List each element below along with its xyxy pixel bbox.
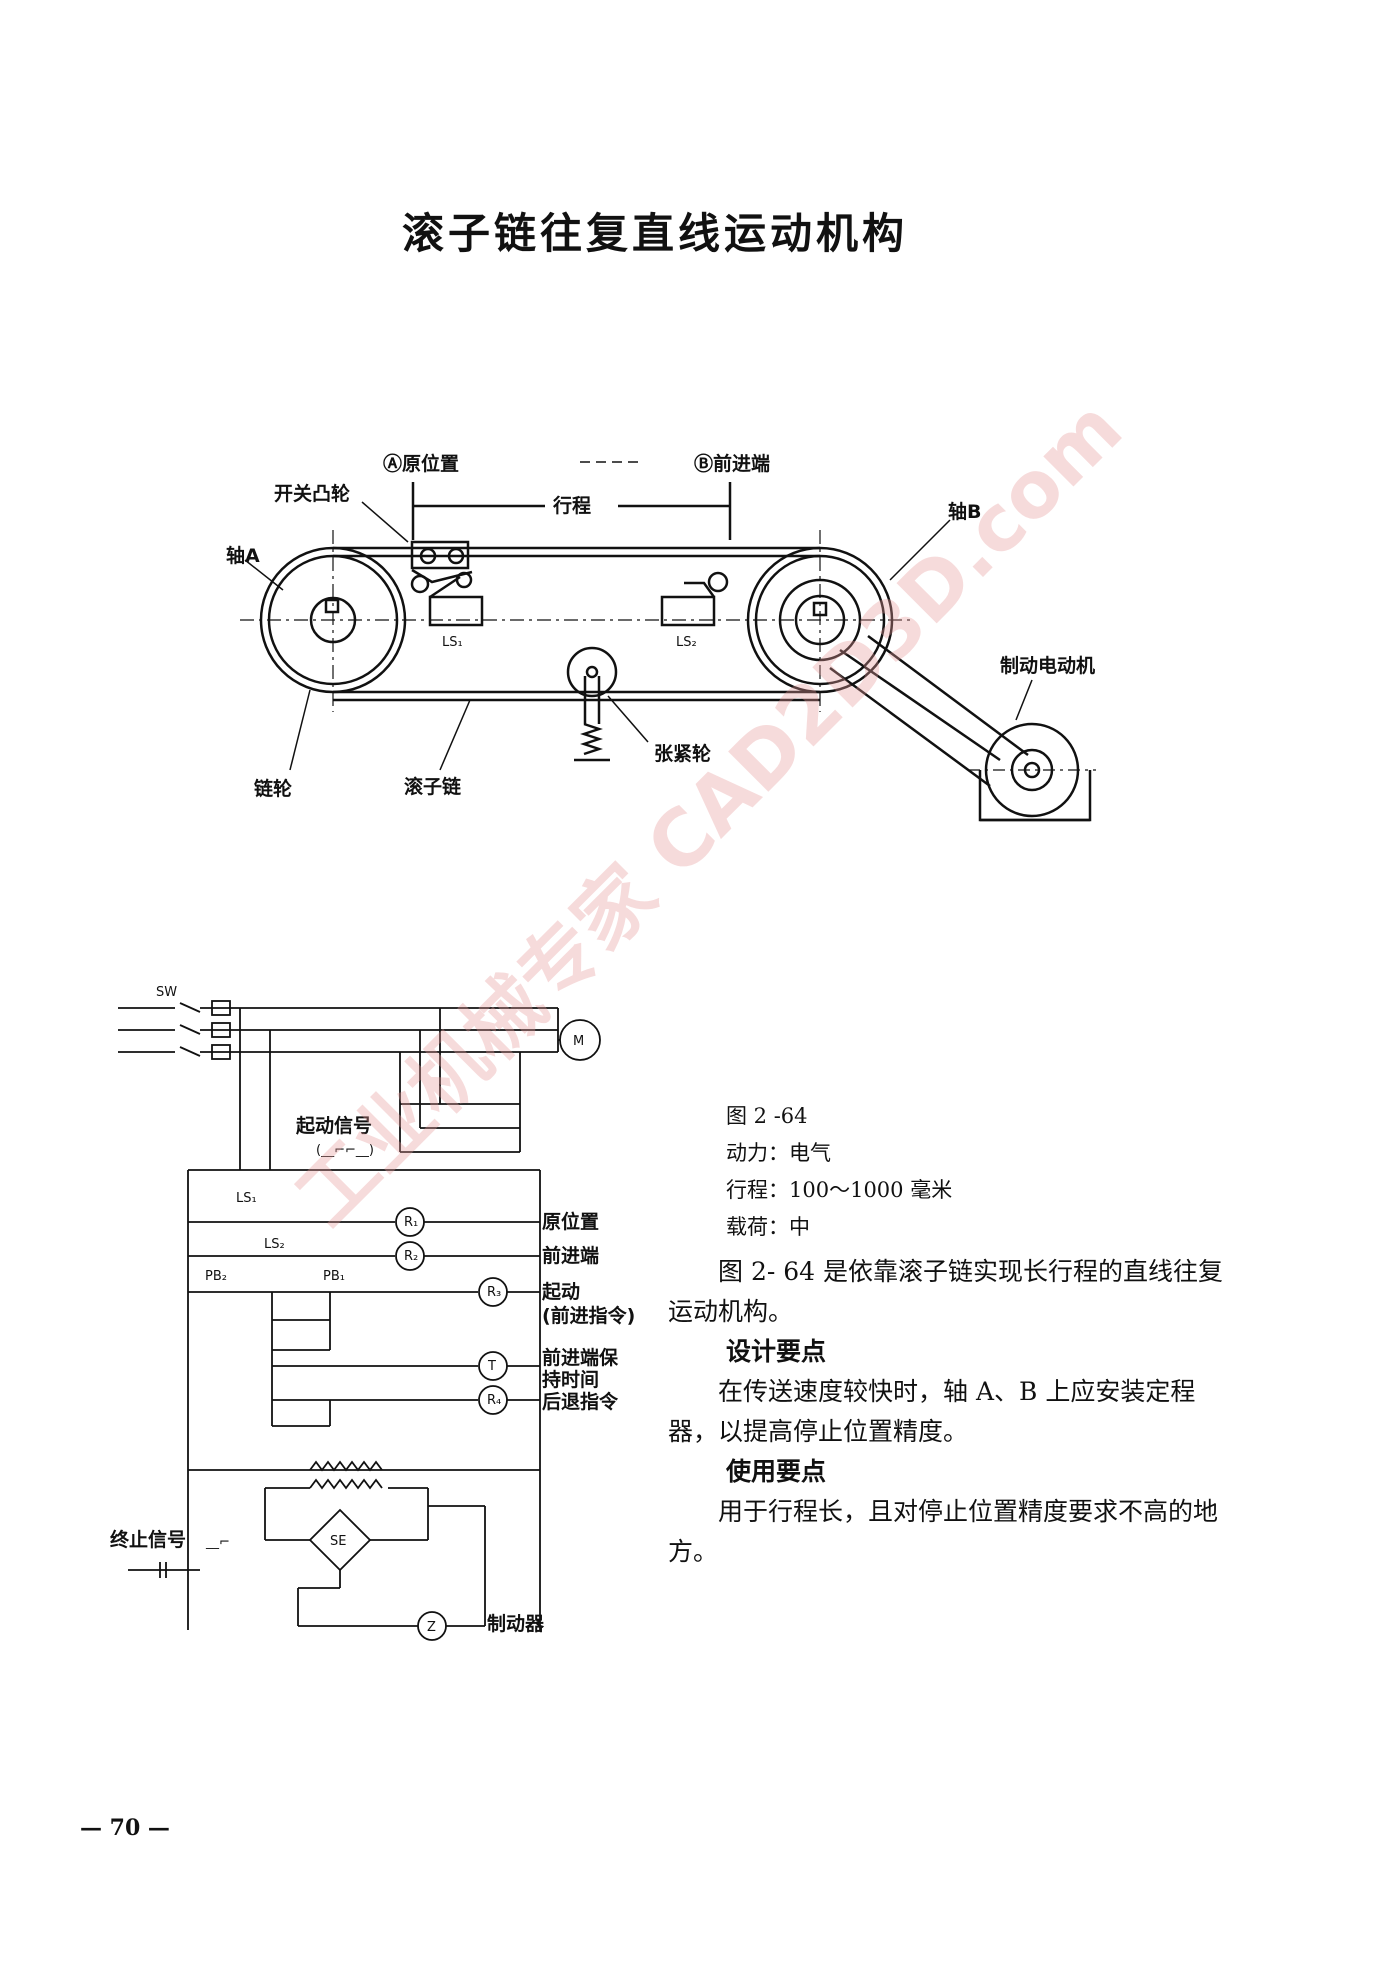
start-signal-label: 起动信号 bbox=[295, 1114, 372, 1137]
load-spec: 载荷：中 bbox=[726, 1215, 810, 1239]
start-label: 起动 bbox=[541, 1281, 580, 1303]
shaft-b-label: 轴B bbox=[948, 500, 981, 523]
ls1-contact-label: LS₁ bbox=[236, 1191, 257, 1206]
ls2-contact-label: LS₂ bbox=[264, 1237, 285, 1252]
figure-number: 图 2 -64 bbox=[726, 1104, 808, 1128]
back-cmd-label: 后退指令 bbox=[542, 1390, 619, 1413]
use-paragraph: 用于行程长，且对停止位置精度要求不高的地方。 bbox=[668, 1497, 1219, 1566]
watermark: 工业机械专家 CAD2D3D.com bbox=[280, 383, 1140, 1243]
design-heading: 设计要点 bbox=[726, 1337, 827, 1366]
design-paragraph: 在传送速度较快时，轴 A、B 上应安装定程器，以提高停止位置精度。 bbox=[668, 1377, 1196, 1446]
relay-r2-label: R₂ bbox=[404, 1249, 418, 1264]
brake-label: 制动器 bbox=[487, 1612, 545, 1635]
page-title: 滚子链往复直线运动机构 bbox=[401, 209, 908, 258]
ls2-label: LS₂ bbox=[676, 635, 697, 650]
motor-label: M bbox=[573, 1034, 584, 1049]
body-text: 图 2- 64 是依靠滚子链实现长行程的直线往复运动机构。 设计要点 在传送速度… bbox=[668, 1252, 1228, 1572]
mechanism-diagram: Ⓐ原位置 Ⓑ前进端 行程 开关凸轮 轴A 轴B LS₁ LS₂ 制动电动机 张紧… bbox=[226, 452, 1096, 822]
tension-wheel-label: 张紧轮 bbox=[654, 742, 711, 765]
forward-end-label: Ⓑ前进端 bbox=[694, 452, 770, 475]
relay-r4-label: R₄ bbox=[487, 1393, 501, 1408]
sprocket-label: 链轮 bbox=[254, 777, 292, 800]
stroke-label: 行程 bbox=[552, 494, 591, 517]
sw-label: SW bbox=[156, 985, 177, 1000]
switch-cam-label: 开关凸轮 bbox=[274, 482, 350, 505]
figure-caption: 图 2 -64 动力：电气 行程：100～1000 毫米 载荷：中 bbox=[726, 1098, 952, 1246]
forward-hold-label-2: 持时间 bbox=[542, 1368, 599, 1391]
intro-paragraph: 图 2- 64 是依靠滚子链实现长行程的直线往复运动机构。 bbox=[668, 1257, 1224, 1326]
se-label: SE bbox=[330, 1534, 346, 1549]
power-spec: 动力：电气 bbox=[726, 1141, 831, 1165]
relay-r3-label: R₃ bbox=[487, 1285, 501, 1300]
pb2-label: PB₂ bbox=[205, 1269, 227, 1284]
stop-signal-label: 终止信号 bbox=[110, 1528, 186, 1551]
stop-signal-pulse: __⌐ bbox=[205, 1535, 230, 1550]
forward-hold-label-1: 前进端保 bbox=[542, 1346, 619, 1369]
origin-label: Ⓐ原位置 bbox=[383, 452, 459, 475]
shaft-a-label: 轴A bbox=[226, 544, 260, 567]
forward-end-circuit-label: 前进端 bbox=[542, 1244, 599, 1267]
page-number: — 70 — bbox=[80, 1815, 170, 1841]
relay-r1-label: R₁ bbox=[404, 1215, 418, 1230]
start-forward-cmd-label: (前进指令) bbox=[542, 1304, 635, 1327]
use-heading: 使用要点 bbox=[726, 1457, 827, 1486]
z-label: Z bbox=[427, 1620, 436, 1635]
timer-label: T bbox=[487, 1359, 496, 1374]
stroke-spec: 行程：100～1000 毫米 bbox=[726, 1178, 953, 1202]
roller-chain-label: 滚子链 bbox=[404, 775, 461, 798]
ls1-label: LS₁ bbox=[442, 635, 463, 650]
origin-position-label: 原位置 bbox=[542, 1210, 599, 1233]
start-signal-pulse: (__⌐⌐__) bbox=[316, 1143, 374, 1158]
pb1-label: PB₁ bbox=[323, 1269, 345, 1284]
brake-motor-label: 制动电动机 bbox=[1000, 654, 1095, 677]
